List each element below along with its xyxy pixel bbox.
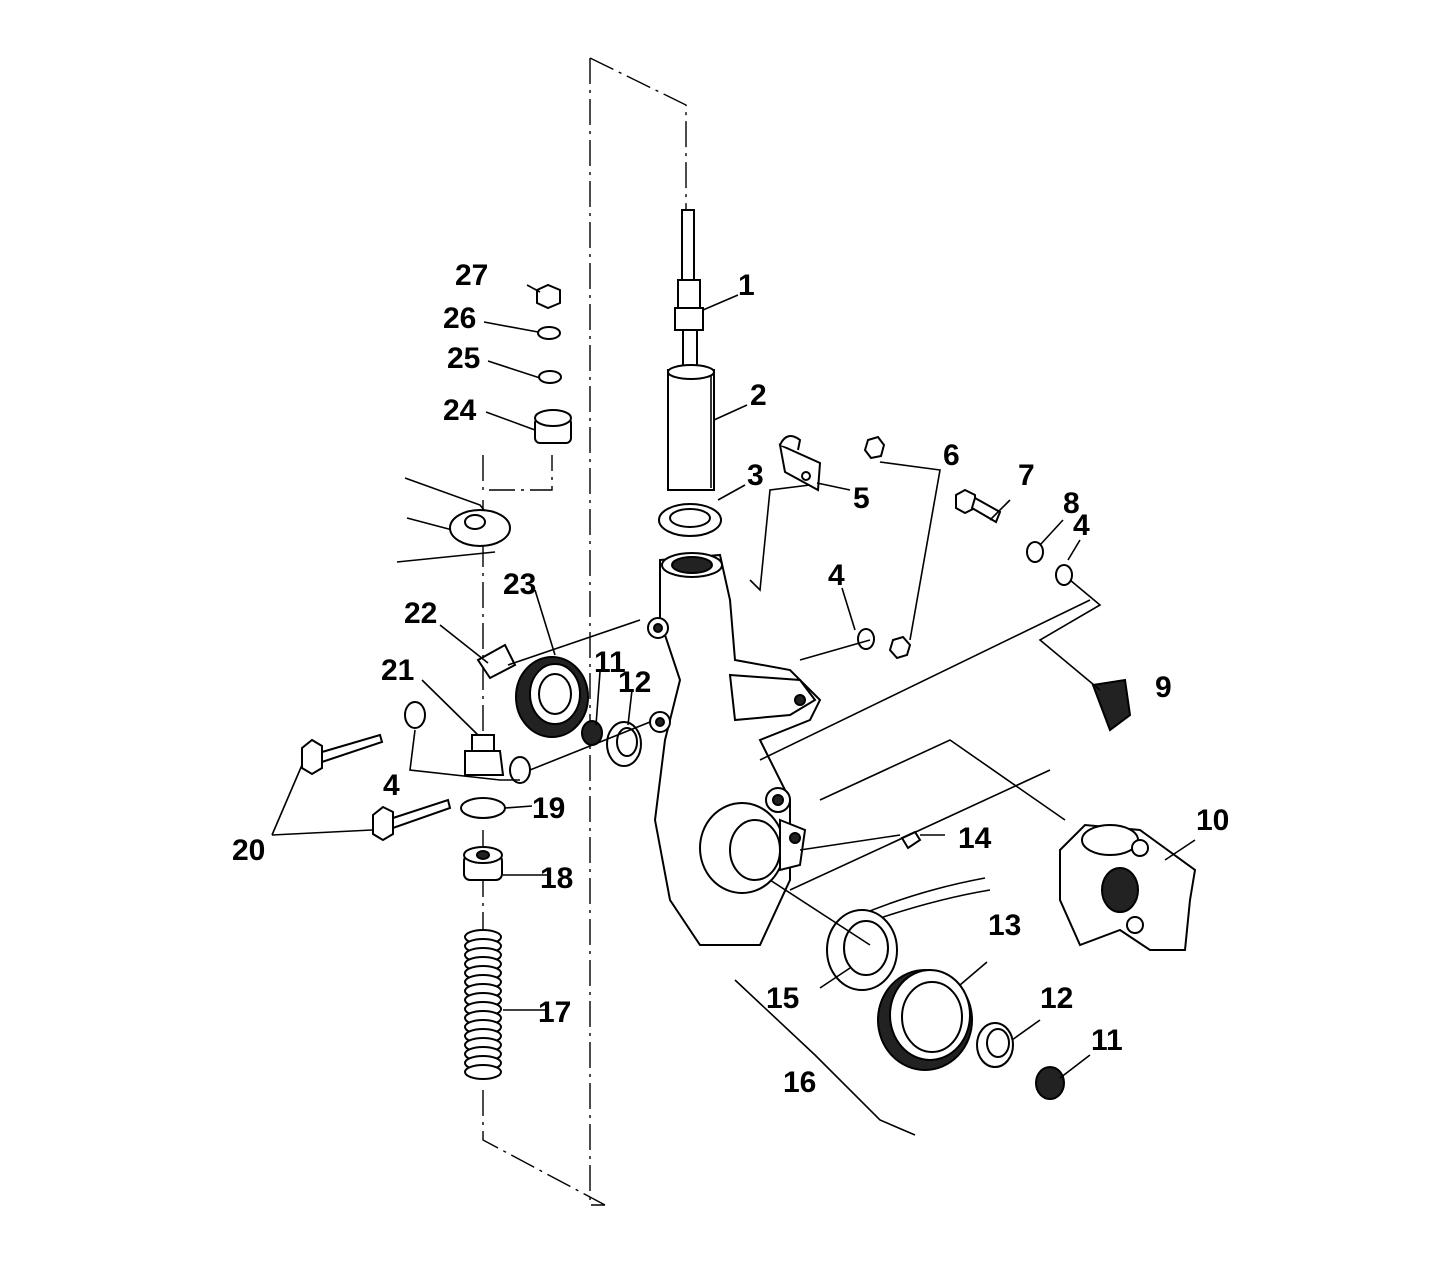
callout-19: 19 — [532, 792, 565, 825]
callout-3: 3 — [747, 459, 764, 492]
bearing-cone-lower — [1035, 1066, 1065, 1100]
callout-5: 5 — [853, 482, 870, 515]
callout-23: 23 — [503, 568, 536, 601]
callout-7: 7 — [1018, 459, 1035, 492]
callout-16: 16 — [783, 1066, 816, 1099]
bushing — [463, 846, 503, 881]
callout-6: 6 — [943, 439, 960, 472]
washer-left-lower — [509, 756, 531, 784]
bearing-cone-upper — [581, 720, 603, 746]
callout-14: 14 — [958, 822, 992, 855]
flange-nut — [460, 797, 506, 819]
nut-upper — [863, 435, 886, 460]
callout-4-right: 4 — [1073, 509, 1090, 542]
lock-nut — [536, 283, 561, 310]
washer-mid — [857, 628, 875, 650]
tone-ring — [877, 969, 973, 1071]
cup-bushing — [534, 409, 572, 444]
nut-lower — [888, 635, 912, 660]
sleeve — [667, 364, 715, 491]
callout-25: 25 — [447, 342, 480, 375]
cap-screw-lower — [372, 798, 452, 842]
callout-2: 2 — [750, 379, 767, 412]
brake-caliper — [1059, 823, 1197, 951]
callout-24: 24 — [443, 394, 477, 427]
callout-22: 22 — [404, 597, 437, 630]
bearing-cup-upper — [606, 721, 642, 767]
callouts: 1 2 3 4 4 4 5 6 7 8 9 10 11 11 12 12 13 … — [232, 259, 1229, 1099]
cap-screw-upper — [301, 733, 384, 776]
spring — [464, 929, 502, 1080]
callout-11-lower: 11 — [1091, 1024, 1123, 1057]
brake-pad — [1091, 678, 1132, 732]
callout-11-upper: 11 — [594, 646, 626, 679]
steering-knuckle — [647, 552, 822, 946]
lock-washer-8 — [1026, 541, 1044, 563]
callout-12-lower: 12 — [1040, 982, 1073, 1015]
bracket-clip — [778, 435, 822, 492]
callout-13: 13 — [988, 909, 1021, 942]
chassis-mount — [396, 477, 511, 563]
callout-1: 1 — [738, 269, 755, 302]
callout-18: 18 — [540, 862, 573, 895]
washer-small — [538, 370, 562, 384]
seal-ring — [658, 503, 722, 537]
sensor-ring — [826, 909, 898, 991]
washer-left-upper — [404, 701, 426, 729]
callout-8: 8 — [1063, 487, 1080, 520]
callout-26: 26 — [443, 302, 476, 335]
callout-21: 21 — [381, 654, 414, 687]
leader-lines — [271, 284, 1196, 1136]
oil-seal — [515, 656, 589, 738]
assembly-centerlines — [482, 57, 687, 1206]
callout-27: 27 — [455, 259, 488, 292]
spindle-shaft — [674, 209, 704, 371]
spring-coil — [464, 1064, 502, 1080]
pin — [476, 643, 517, 680]
callout-4-left: 4 — [383, 769, 400, 802]
callout-12-upper: 12 — [618, 666, 651, 699]
adapter-fitting — [464, 734, 505, 776]
callout-20: 20 — [232, 834, 265, 867]
washer-4-right — [1055, 564, 1073, 586]
callout-10: 10 — [1196, 804, 1229, 837]
callout-15: 15 — [766, 982, 799, 1015]
callout-9: 9 — [1155, 671, 1172, 704]
bearing-cup-lower — [976, 1022, 1014, 1068]
callout-17: 17 — [538, 996, 571, 1029]
callout-4-mid: 4 — [828, 559, 845, 592]
washer-upper — [537, 326, 561, 340]
